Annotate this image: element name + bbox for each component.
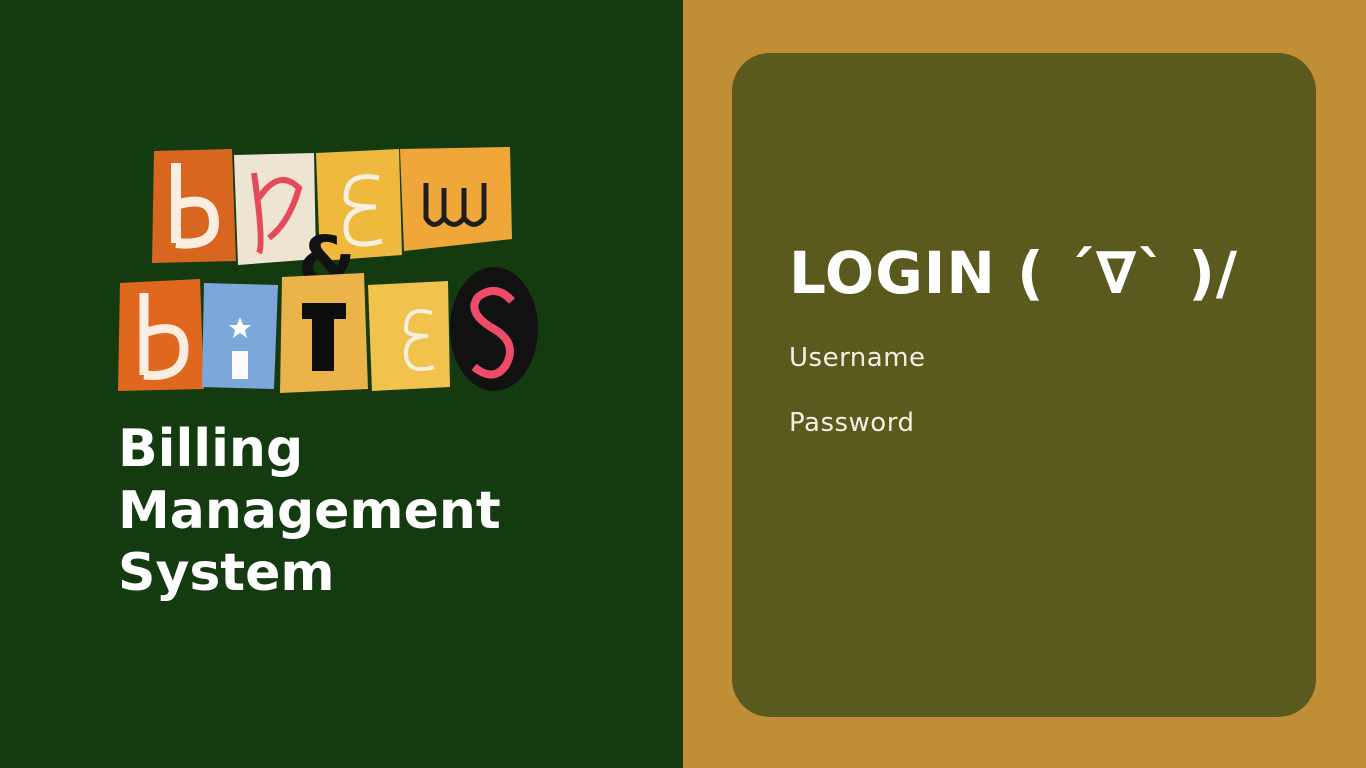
- login-title: LOGIN ( ´∇` )/: [789, 239, 1239, 307]
- app-title: Billing Management System: [118, 418, 501, 604]
- username-field[interactable]: [789, 336, 1259, 380]
- logo-tile-e2: [368, 281, 450, 391]
- logo-tile-b1: [152, 149, 236, 263]
- login-card: LOGIN ( ´∇` )/: [732, 53, 1316, 717]
- logo-tile-s: [450, 267, 538, 391]
- logo-tile-b2: [118, 279, 204, 391]
- logo-tile-i: [202, 283, 278, 389]
- login-panel: LOGIN ( ´∇` )/: [683, 0, 1366, 768]
- logo-tile-w: [400, 147, 512, 251]
- app-title-line-1: Billing: [118, 419, 304, 479]
- app-title-line-2: Management: [118, 481, 501, 541]
- brand-panel: &: [0, 0, 683, 768]
- logo-tile-r: [234, 153, 316, 265]
- password-field[interactable]: [789, 401, 1259, 445]
- logo-tile-e1: [316, 149, 402, 261]
- app-title-line-3: System: [118, 543, 335, 603]
- brew-and-bites-logo: &: [114, 143, 539, 398]
- logo-tile-t: [280, 273, 368, 393]
